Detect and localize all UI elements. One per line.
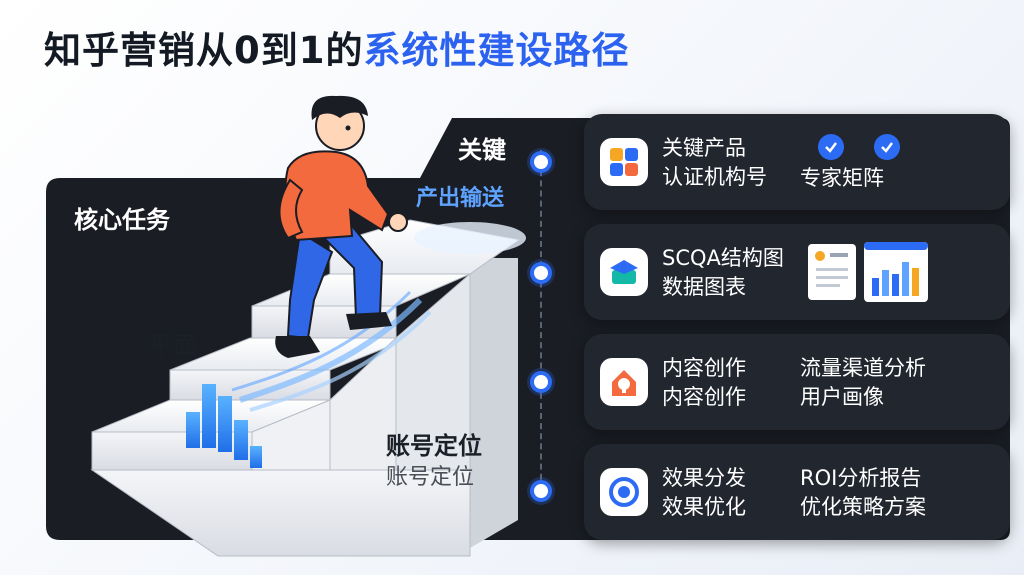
card3-extra2: 用户画像 [800, 385, 884, 409]
card4-extra2: 优化策略方案 [800, 495, 926, 519]
card-scqa: SCQA结构图 数据图表 [584, 224, 1010, 320]
label-account-positioning-bold: 账号定位 [386, 432, 482, 460]
card2-line2: 数据图表 [662, 275, 746, 299]
check-icon [874, 134, 900, 160]
card-content-creation: 内容创作 内容创作 流量渠道分析 用户画像 [584, 334, 1010, 430]
card4-extra1: ROI分析报告 [800, 466, 922, 490]
graduation-cap-icon [600, 248, 648, 296]
label-output: 产出输送 [416, 186, 505, 211]
card4-line1: 效果分发 [662, 466, 746, 490]
timeline-line [540, 150, 542, 500]
document-and-chart-illustration [808, 242, 928, 302]
label-key: 关键 [458, 136, 506, 164]
card-effect-distribution: 效果分发 效果优化 ROI分析报告 优化策略方案 [584, 444, 1010, 540]
card3-extra1: 流量渠道分析 [800, 356, 926, 380]
card4-line2: 效果优化 [662, 495, 746, 519]
page-title: 知乎营销从0到1的系统性建设路径 [44, 24, 630, 78]
title-prefix: 知乎营销从0到1的 [44, 29, 364, 72]
app-grid-icon [600, 138, 648, 186]
card1-extra2: 专家矩阵 [800, 166, 884, 190]
card1-line1: 关键产品 [662, 136, 746, 160]
timeline-dot-2 [530, 262, 552, 284]
card1-line2: 认证机构号 [662, 165, 767, 189]
card3-line2: 内容创作 [662, 385, 746, 409]
lightbulb-home-icon [600, 358, 648, 406]
label-account-positioning-light: 账号定位 [386, 465, 475, 490]
label-flat: 平面 [149, 331, 197, 359]
label-core-task: 核心任务 [74, 206, 170, 234]
bar-chart-cluster [186, 384, 262, 468]
title-highlight: 系统性建设路径 [363, 29, 630, 72]
timeline-dot-4 [530, 480, 552, 502]
card-key-products: 关键产品 认证机构号 专家矩阵 [584, 114, 1010, 210]
card3-line1: 内容创作 [662, 356, 746, 380]
timeline-dot-1 [530, 151, 552, 173]
timeline-dot-3 [530, 371, 552, 393]
card2-line1: SCQA结构图 [662, 246, 784, 270]
check-icon [818, 134, 844, 160]
target-ring-icon [600, 468, 648, 516]
